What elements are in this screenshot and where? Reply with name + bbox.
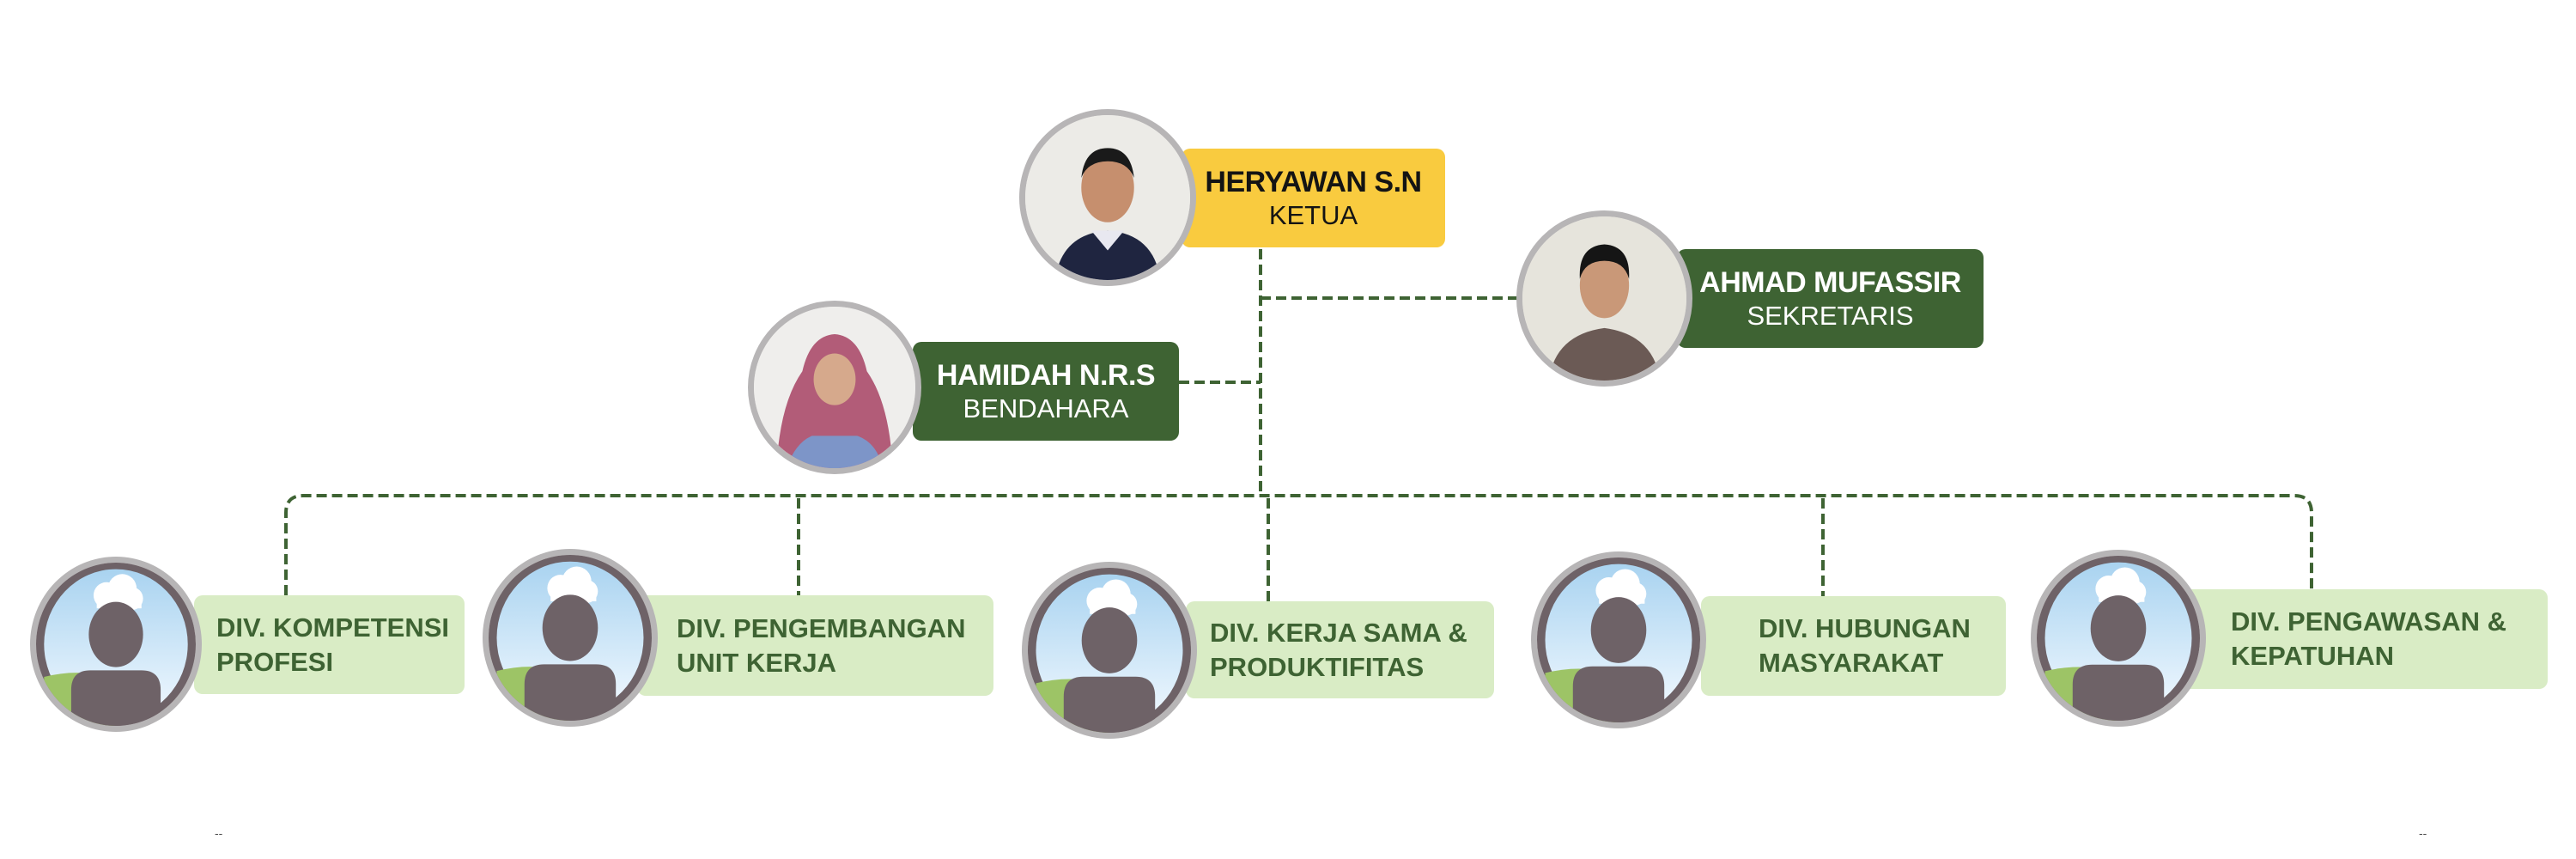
bendahara-name: HAMIDAH N.R.S <box>936 358 1156 392</box>
ketua-role: KETUA <box>1268 199 1358 230</box>
division-title-line2: KEPATUHAN <box>2231 641 2395 671</box>
division-avatar-placeholder-icon <box>2031 550 2206 727</box>
division-avatar-placeholder-icon <box>483 549 658 727</box>
division-title-line2: MASYARAKAT <box>1759 648 1944 678</box>
bendahara-role: BENDAHARA <box>963 393 1129 423</box>
division-card-kompetensi: DIV. KOMPETENSI PROFESI <box>194 595 465 694</box>
sekretaris-name: AHMAD MUFASSIR <box>1699 265 1961 299</box>
footer-mark-right: -- <box>2419 826 2427 840</box>
division-card-pengawasan: DIV. PENGAWASAN & KEPATUHAN <box>2179 589 2548 689</box>
division-title-line1: DIV. PENGAWASAN & <box>2231 606 2506 637</box>
division-title-line2: UNIT KERJA <box>677 647 837 678</box>
division-title-line1: DIV. PENGEMBANGAN <box>677 612 966 643</box>
ketua-card: HERYAWAN S.N KETUA <box>1182 149 1445 247</box>
division-title-line1: DIV. KOMPETENSI <box>216 612 450 643</box>
division-card-hubungan: DIV. HUBUNGAN MASYARAKAT <box>1701 596 2006 696</box>
division-avatar-placeholder-icon <box>1022 562 1197 739</box>
division-avatar-placeholder-icon <box>30 557 202 732</box>
footer-mark-left: -- <box>215 826 223 840</box>
division-title-line1: DIV. KERJA SAMA & <box>1210 617 1467 648</box>
division-title-line2: PRODUKTIFITAS <box>1210 651 1425 682</box>
sekretaris-role: SEKRETARIS <box>1747 300 1914 331</box>
division-card-kerja-sama: DIV. KERJA SAMA & PRODUKTIFITAS <box>1186 601 1494 698</box>
bendahara-card: HAMIDAH N.R.S BENDAHARA <box>913 342 1179 441</box>
ketua-photo <box>1019 109 1196 286</box>
bendahara-photo <box>748 301 921 474</box>
division-avatar-placeholder-icon <box>1531 551 1706 728</box>
ketua-name: HERYAWAN S.N <box>1205 165 1422 198</box>
division-bus-line <box>284 494 2313 595</box>
division-title-line2: PROFESI <box>216 646 334 677</box>
sekretaris-photo <box>1516 210 1692 387</box>
sekretaris-card: AHMAD MUFASSIR SEKRETARIS <box>1677 249 1984 348</box>
division-title-line1: DIV. HUBUNGAN <box>1759 613 1971 643</box>
division-card-pengembangan: DIV. PENGEMBANGAN UNIT KERJA <box>637 595 993 696</box>
